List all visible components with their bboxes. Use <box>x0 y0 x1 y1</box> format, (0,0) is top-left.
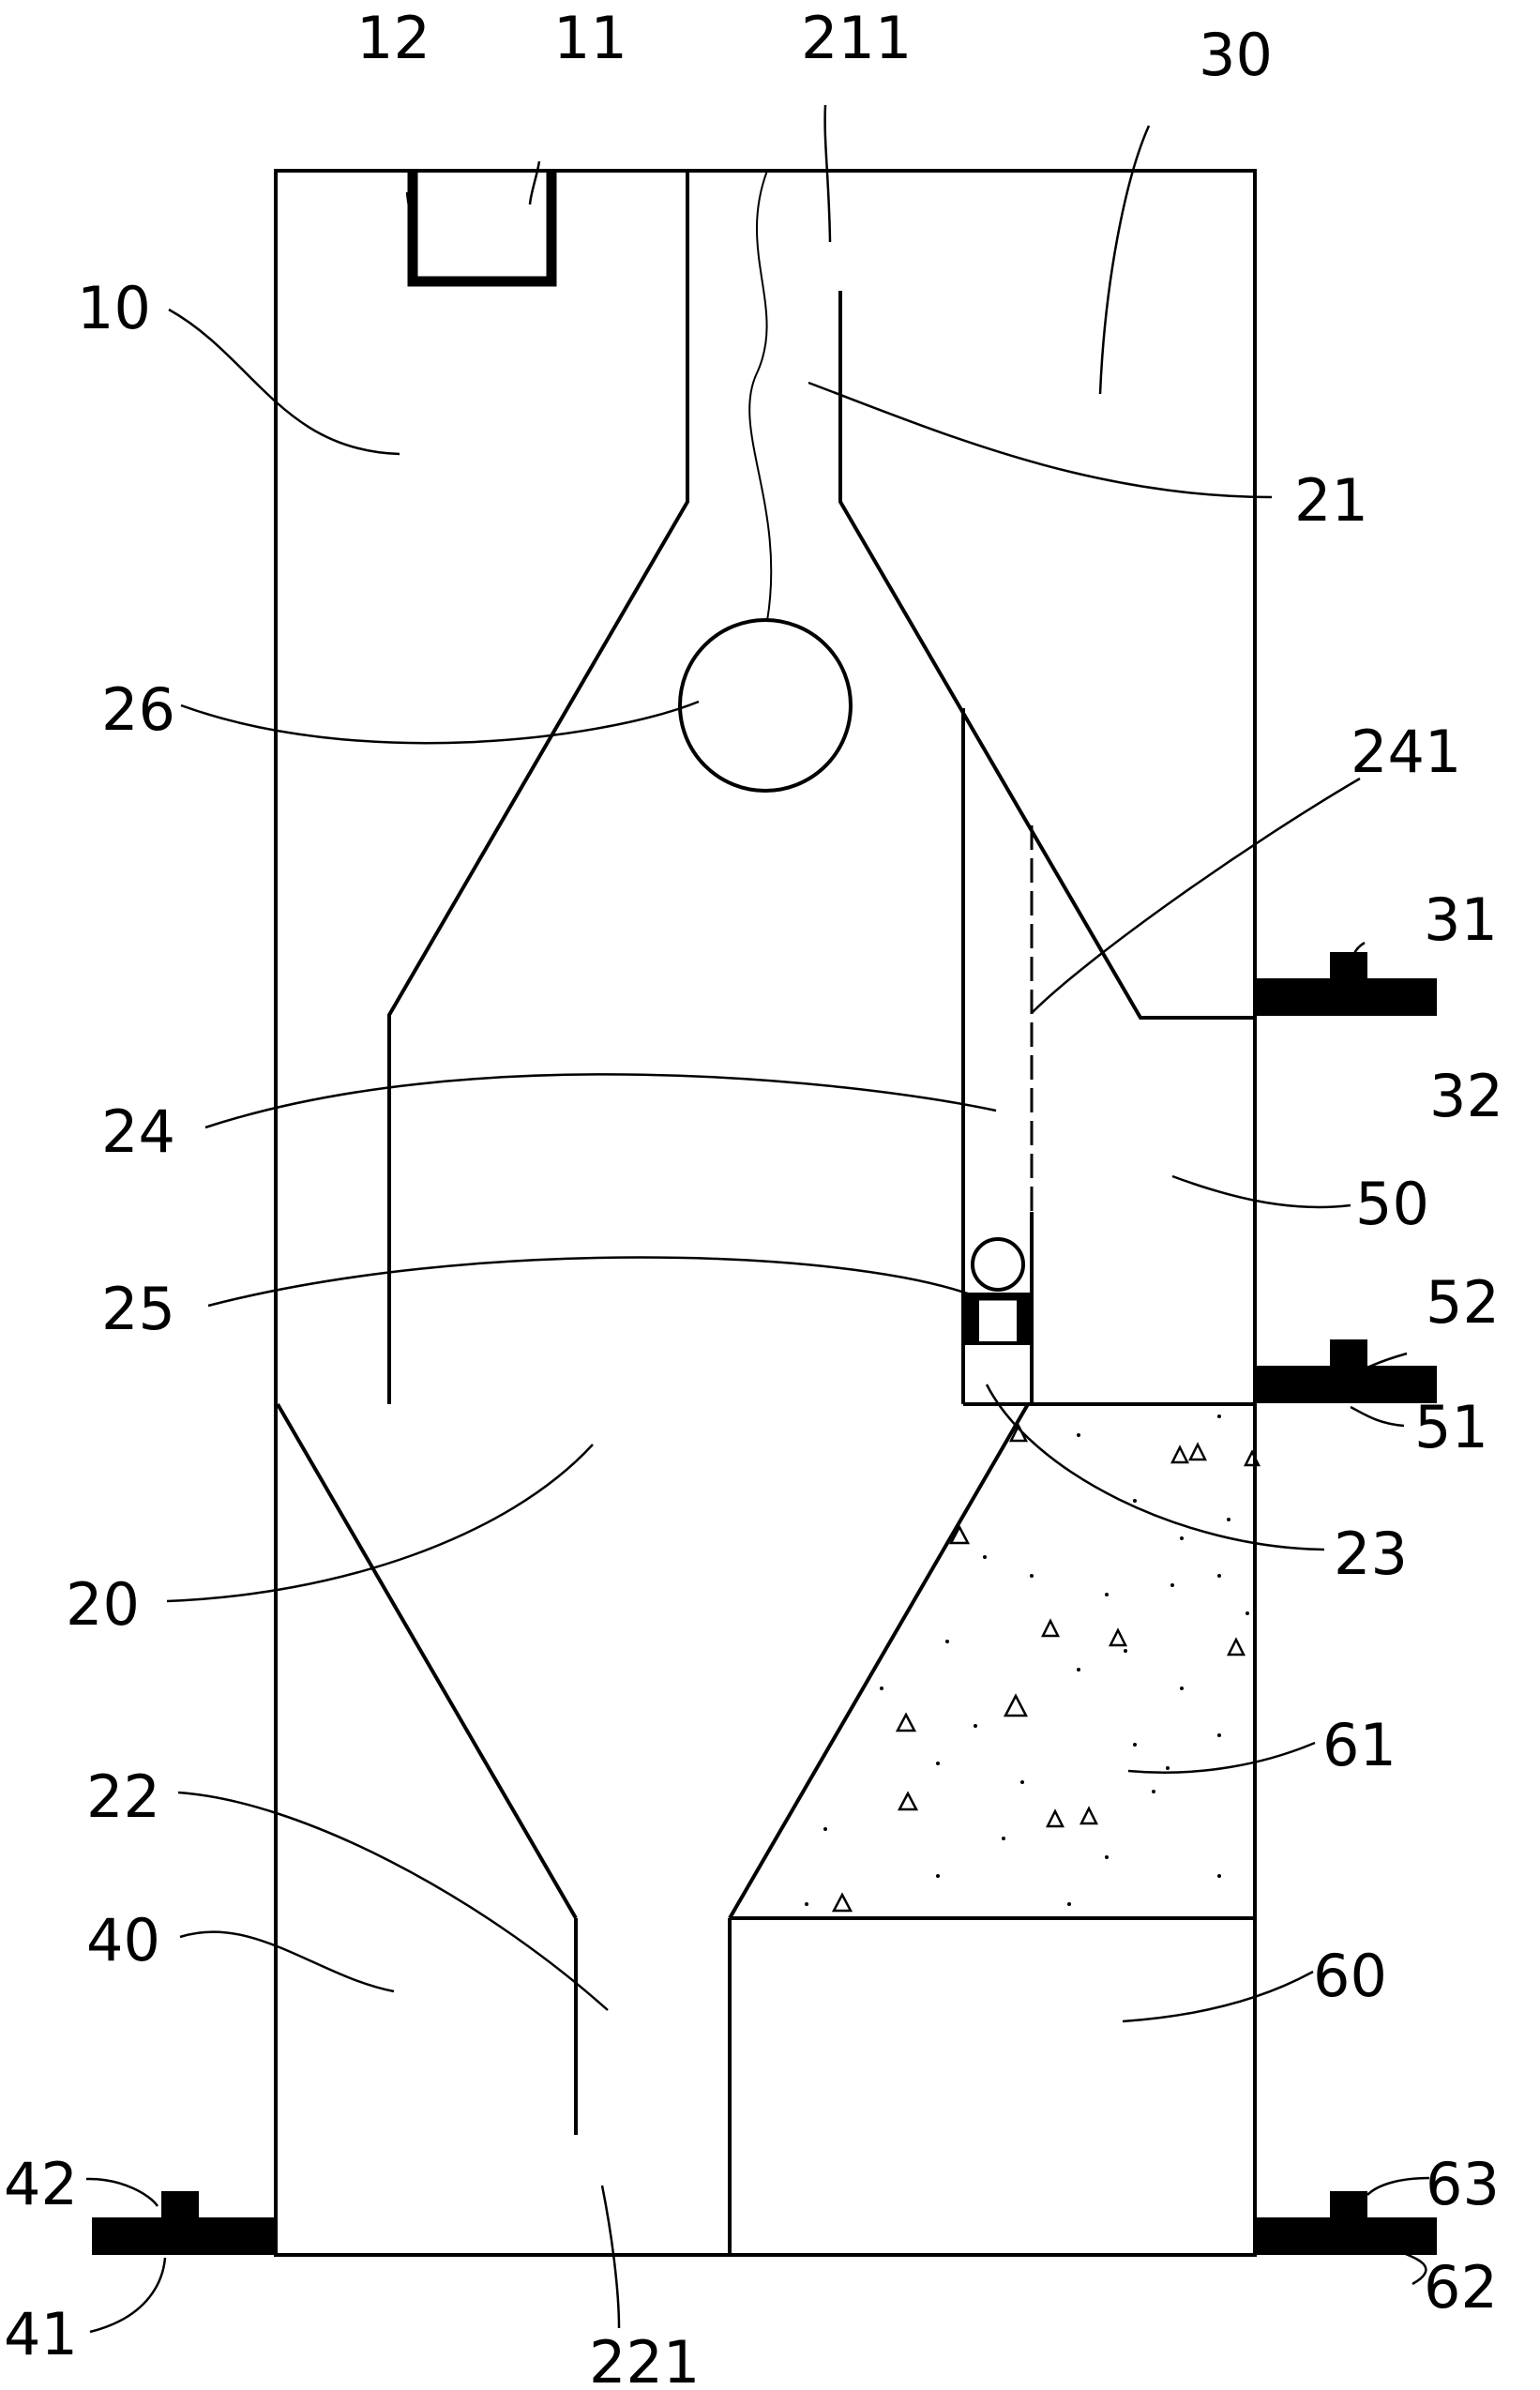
inlet-box <box>407 171 557 287</box>
label-30: 30 <box>1199 21 1273 89</box>
leader-lines <box>85 104 1430 2334</box>
label-12: 12 <box>356 4 430 72</box>
outlet-41-42 <box>92 2191 276 2255</box>
filter-media <box>831 1423 1261 1913</box>
label-241: 241 <box>1351 718 1461 786</box>
check-valve <box>963 1237 1033 1345</box>
vessel-outline <box>274 169 1257 2257</box>
label-22: 22 <box>86 1762 160 1831</box>
label-26: 26 <box>101 675 175 744</box>
labels: 12 11 211 30 10 21 26 241 31 32 24 50 52… <box>4 4 1503 2390</box>
label-31: 31 <box>1424 885 1498 954</box>
filter-sand <box>805 1414 1249 1906</box>
label-20: 20 <box>66 1570 140 1639</box>
outlet-62-63 <box>1255 2191 1437 2255</box>
outlet-31-32 <box>1255 952 1437 1016</box>
label-60: 60 <box>1313 1942 1387 2010</box>
label-11: 11 <box>553 4 627 72</box>
label-32: 32 <box>1429 1062 1503 1130</box>
label-52: 52 <box>1426 1268 1500 1337</box>
label-221: 221 <box>589 2328 700 2390</box>
label-23: 23 <box>1334 1520 1408 1588</box>
label-63: 63 <box>1426 2150 1500 2218</box>
inner-chamber <box>276 171 1255 2255</box>
label-10: 10 <box>77 274 151 342</box>
label-40: 40 <box>86 1906 160 1974</box>
label-211: 211 <box>801 4 912 72</box>
label-24: 24 <box>101 1097 175 1166</box>
float-ball <box>678 170 853 793</box>
label-41: 41 <box>4 2300 78 2368</box>
label-62: 62 <box>1424 2253 1498 2322</box>
label-50: 50 <box>1355 1170 1429 1238</box>
label-21: 21 <box>1294 466 1368 535</box>
label-61: 61 <box>1322 1711 1397 1779</box>
outlet-51-52 <box>1255 1339 1437 1403</box>
label-42: 42 <box>4 2150 78 2218</box>
label-25: 25 <box>101 1275 175 1343</box>
label-51: 51 <box>1414 1393 1488 1461</box>
